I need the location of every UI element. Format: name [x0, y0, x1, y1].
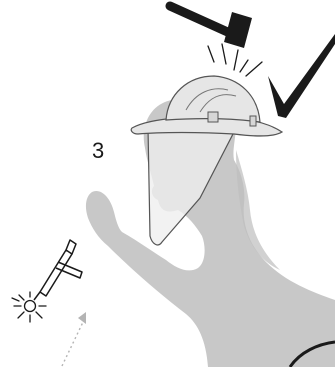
- hard-hat: [131, 76, 282, 136]
- spark-icon: [12, 292, 46, 322]
- welding-torch-icon: [34, 240, 82, 300]
- hammer-icon: [170, 6, 252, 48]
- hammer-head: [224, 12, 252, 48]
- impact-lines: [208, 44, 262, 76]
- step-number: 3: [92, 138, 104, 163]
- checkmark-icon: [268, 34, 335, 118]
- hard-hat-clip: [208, 112, 218, 122]
- hard-hat-clip-right: [250, 116, 256, 126]
- dotted-arrow-icon: [62, 312, 86, 366]
- hammer-handle: [170, 6, 232, 34]
